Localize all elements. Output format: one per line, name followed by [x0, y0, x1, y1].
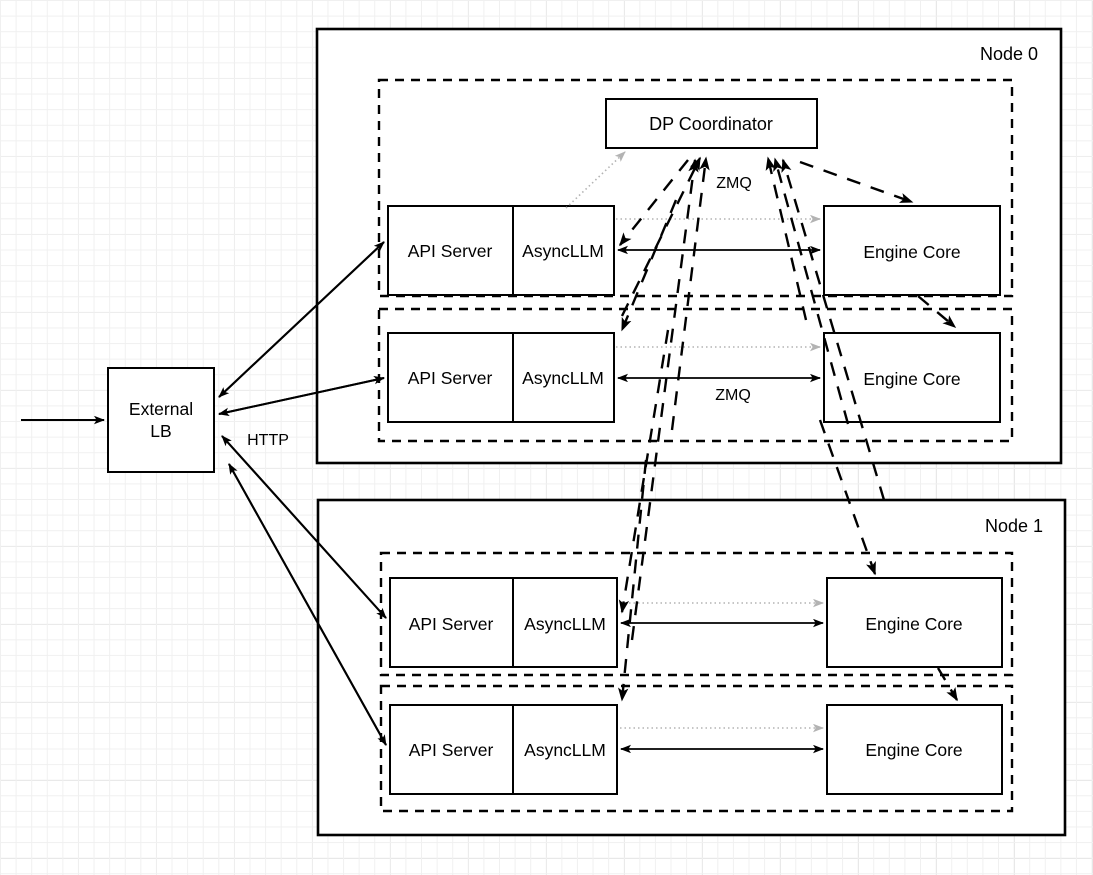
zmq-label-top: ZMQ — [716, 175, 752, 192]
external-lb-box[interactable] — [107, 367, 215, 473]
node-0-label: Node 0 — [980, 44, 1038, 64]
node-1-replica-1-engine-core-label: Engine Core — [865, 740, 962, 760]
node-1-replica-0-engine-core-label: Engine Core — [865, 614, 962, 634]
node-1-replica-1-engine-core-box[interactable] — [826, 704, 1003, 795]
coordinator-to-node1-replica0-engine — [818, 419, 877, 576]
node-0-replica-0-api-server-label: API Server — [408, 241, 493, 261]
node-0-replica-1-engine-core-label: Engine Core — [863, 369, 960, 389]
node1-engine-to-coordinator-b — [781, 158, 886, 501]
node-0-replica-0-server-box[interactable] — [387, 205, 615, 296]
external-lb-label-line2: LB — [150, 421, 171, 441]
node1-replica0-to-lb-arrow — [221, 435, 387, 619]
dp-coordinator-box[interactable] — [605, 98, 818, 149]
http-label: HTTP — [247, 432, 289, 449]
node-0-replica-1-api-server-label: API Server — [408, 368, 493, 388]
node-1-replica-0-engine-core-box[interactable] — [826, 577, 1003, 668]
coordinator-to-node1-replica1-asyncllm — [618, 459, 648, 702]
node-1-replica-0-api-server-label: API Server — [409, 614, 494, 634]
node1-replica1-engine-to-coordinator — [630, 158, 699, 641]
node1-replica1-to-lb-arrow — [228, 463, 387, 746]
node0-replica1-to-lb-arrow — [218, 377, 385, 416]
node-0-replica-0-group — [377, 78, 1014, 298]
node-0-replica-0-engine-core-box[interactable] — [823, 205, 1001, 296]
coordinator-to-node0-replica0-engine — [799, 160, 914, 204]
dp-coordinator-label: DP Coordinator — [649, 114, 773, 134]
node-0-replica-1-async-llm-label: AsyncLLM — [522, 368, 604, 388]
node-1-replica-1-group — [379, 684, 1014, 813]
node-1-replica-0-server-box[interactable] — [389, 577, 618, 668]
node0-replica0-asyncllm-to-coordinator-dotted — [565, 151, 626, 209]
node-1-replica-1-server-box[interactable] — [389, 704, 618, 795]
node-0-replica-0-engine-core-label: Engine Core — [863, 242, 960, 262]
node0-replica0-engine-to-coordinator — [765, 156, 808, 321]
node-0-replica-0-async-llm-label: AsyncLLM — [522, 241, 604, 261]
node1-replica0-engine-to-coordinator — [670, 156, 710, 431]
coordinator-to-node0-replica1-engine — [917, 295, 957, 328]
node-1-replica-1-api-server-label: API Server — [409, 740, 494, 760]
zmq-label-mid: ZMQ — [715, 387, 751, 404]
node-1-replica-0-async-llm-label: AsyncLLM — [524, 614, 606, 634]
node-1-label: Node 1 — [985, 516, 1043, 536]
node-0-replica-1-engine-core-box[interactable] — [823, 332, 1001, 423]
coordinator-to-node1-replica1-engine — [936, 667, 959, 702]
node0-replica0-to-lb-arrow — [218, 241, 385, 398]
node-0-replica-1-group — [377, 307, 1014, 443]
node-0-replica-1-server-box[interactable] — [387, 332, 615, 423]
node-1-replica-1-async-llm-label: AsyncLLM — [524, 740, 606, 760]
node0-replica1-engine-to-coordinator — [620, 156, 702, 317]
node1-engine-to-coordinator-a — [773, 157, 850, 425]
coordinator-to-node1-replica0-asyncllm — [618, 329, 670, 614]
coordinator-to-node0-replica0-asyncllm — [619, 159, 689, 247]
external-lb-label-line1: External — [129, 399, 193, 419]
